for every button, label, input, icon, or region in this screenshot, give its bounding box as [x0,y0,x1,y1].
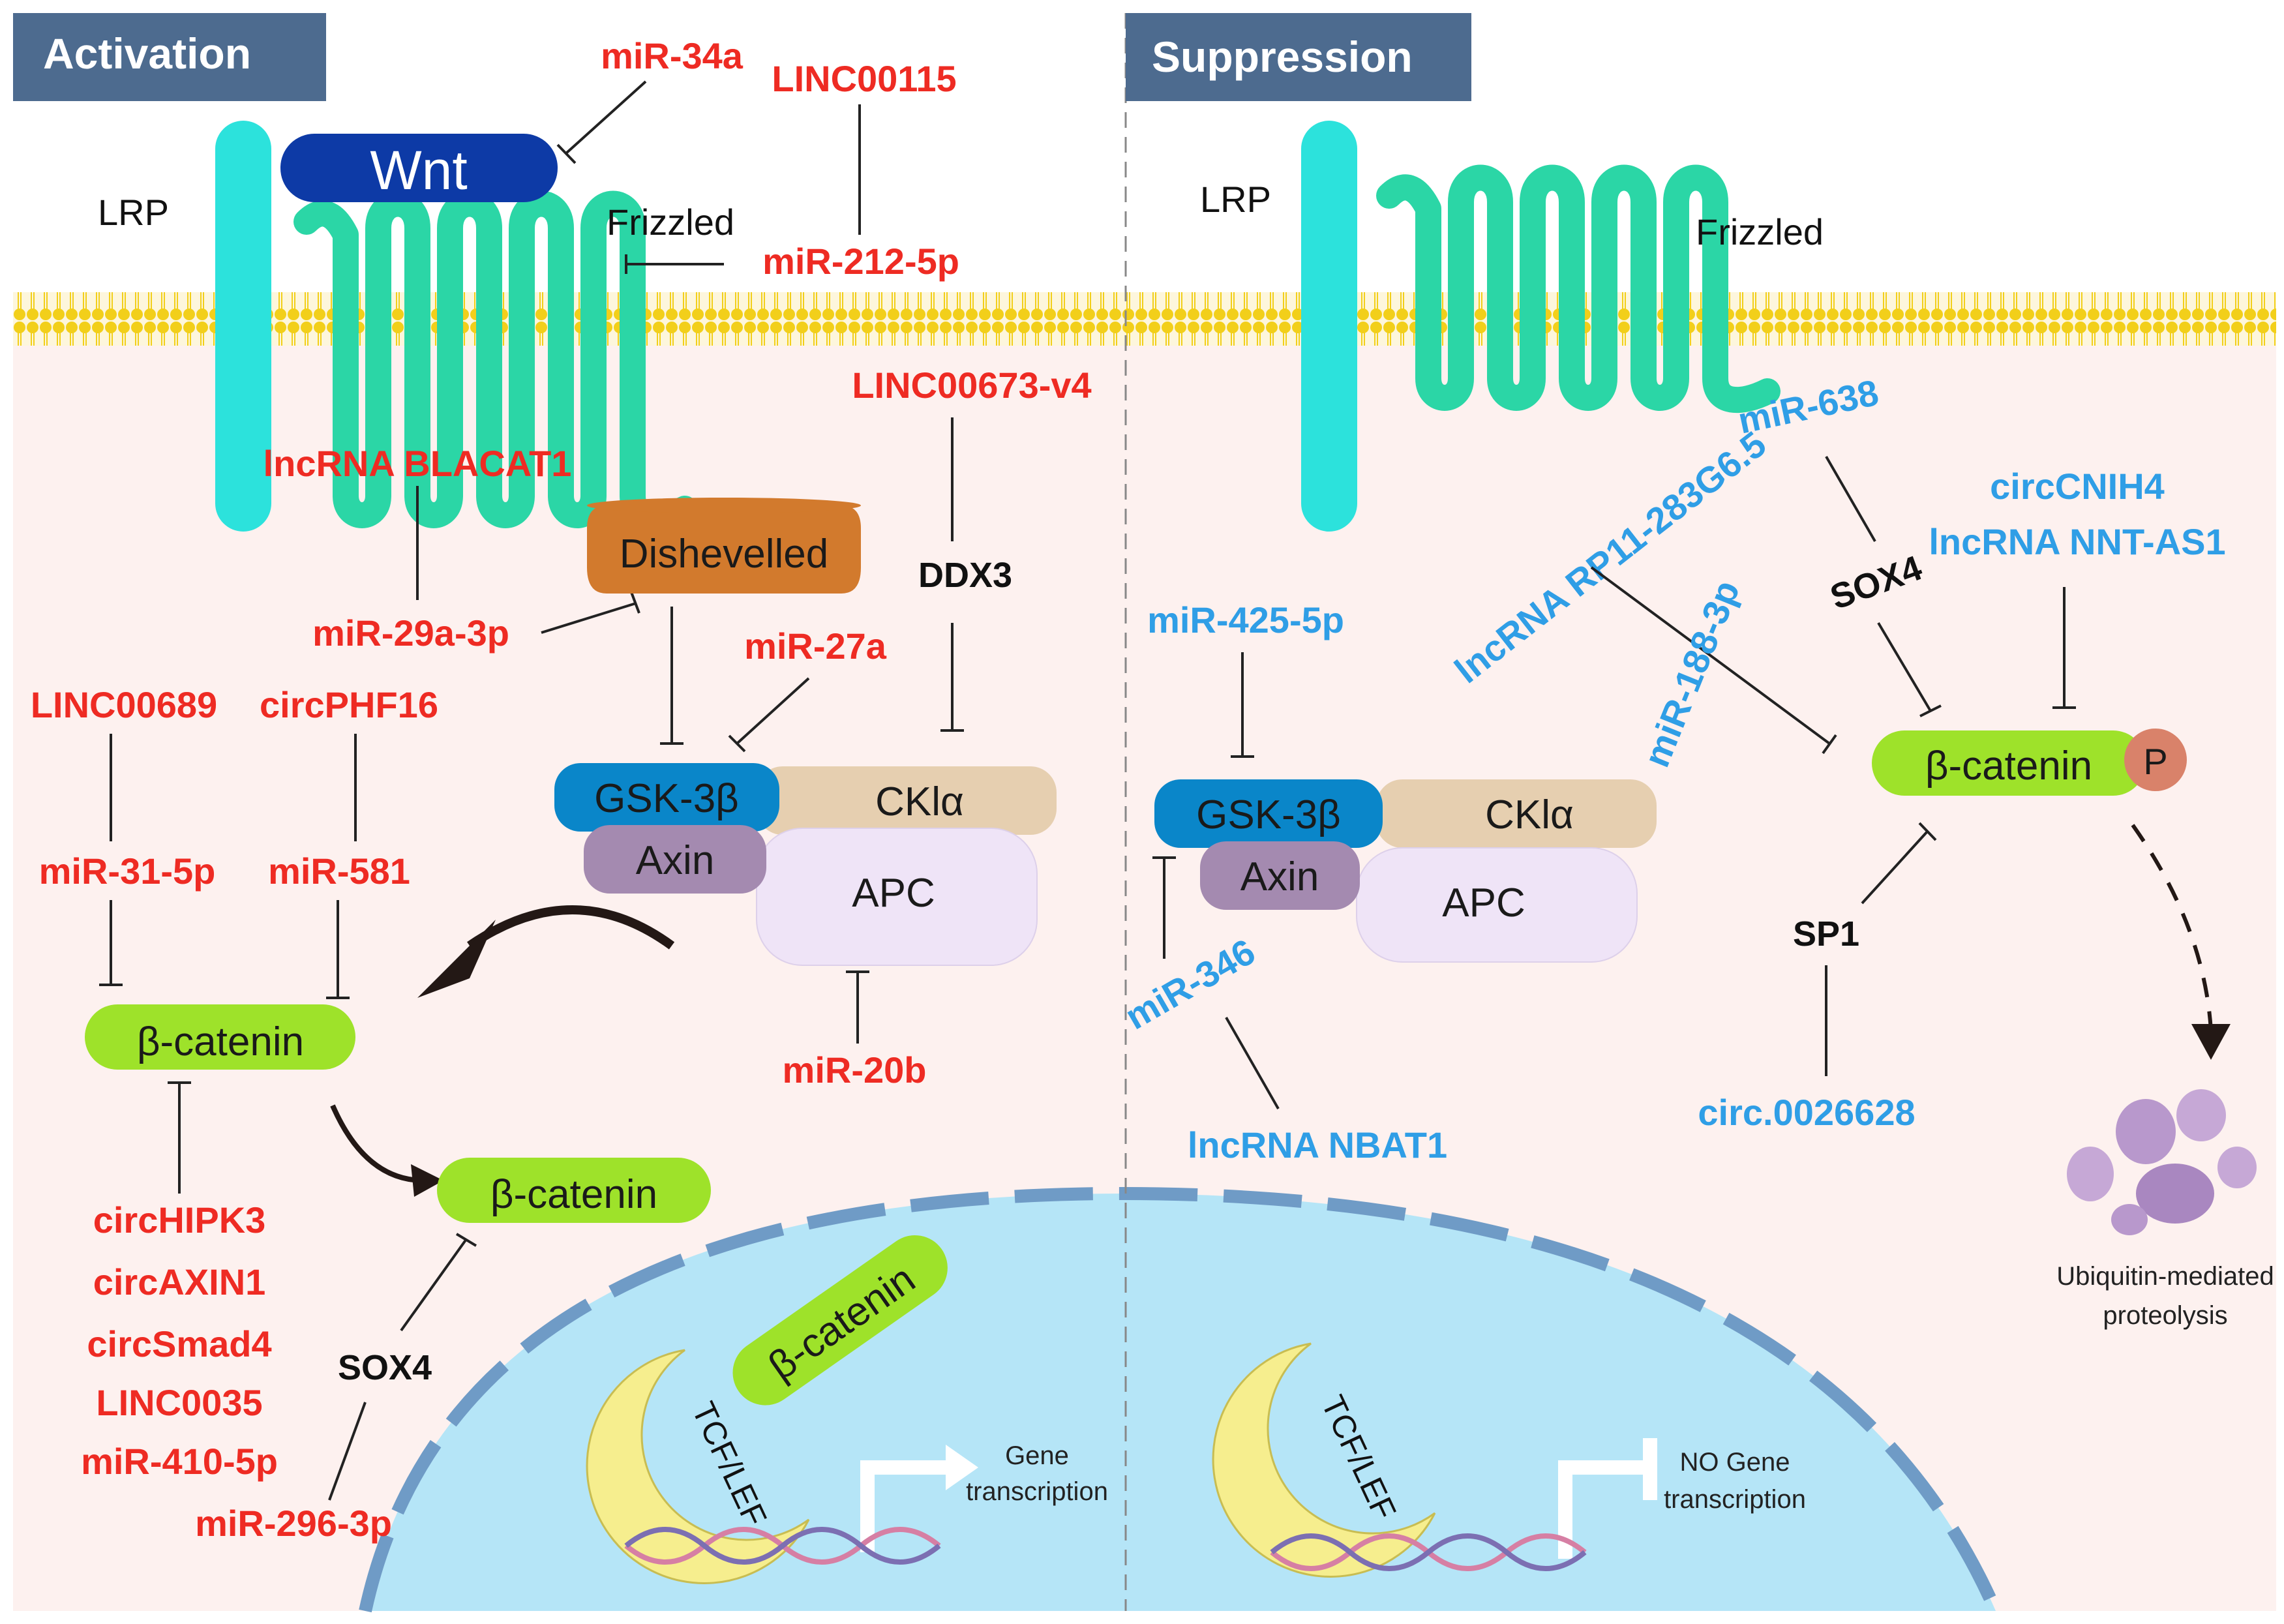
wnt-ligand [280,134,558,202]
tcf-lef-right [1212,1342,1436,1578]
nuclear-envelope [359,1186,2002,1614]
phosphate-label: P [2143,741,2167,782]
proteasome-blobs-icon [2067,1089,2257,1235]
label-mir410: miR-410-5p [81,1441,278,1482]
dishevelled-label: Dishevelled [620,532,829,577]
activation-title: Activation [43,29,251,78]
gsk3b-label-left: GSK-3β [594,776,739,821]
axin-protein-right [1200,841,1360,910]
bcatenin-translocating [437,1158,711,1223]
label-circcnih4: circCNIH4 [1990,466,2165,507]
ck1a-label-left: CKlα [875,779,964,824]
bcatenin-label-4: β-catenin [1925,744,2092,789]
label-mir20b: miR-20b [783,1049,927,1090]
gsk3b-label-right: GSK-3β [1196,792,1341,837]
suppression-header: Suppression [1126,13,1471,101]
label-mir29a: miR-29a-3p [312,612,509,654]
suppression-title: Suppression [1152,33,1413,81]
bcatenin-cytoplasmic-left [85,1004,355,1070]
blocked-transcription-icon [1558,1460,1644,1559]
label-circ0026628: circ.0026628 [1698,1092,1915,1133]
translocation-arrow [330,1104,425,1183]
lrp-label-right: LRP [1200,179,1271,220]
label-mir27a: miR-27a [744,625,887,667]
phosphate-group [2124,729,2187,791]
dishevelled-protein: Dishevelled [587,498,861,594]
label-mir34a: miR-34a [601,35,744,76]
label-linc00689: LINC00689 [31,684,217,725]
activation-header: Activation [13,13,326,101]
axin-protein-left [584,825,766,894]
nogene-label-1: NO Gene [1680,1448,1790,1477]
label-linc00115: LINC00115 [772,58,956,99]
label-circaxin1: circAXIN1 [93,1261,266,1302]
bcatenin-label-1: β-catenin [137,1019,304,1064]
gsk3b-protein-left [554,763,779,832]
ck1a-protein-right [1376,779,1657,848]
bcatenin-phosphorylated [1872,730,2146,796]
frizzled-label-left: Frizzled [607,202,734,243]
tcf-lef-left [586,1349,810,1584]
apc-protein-right [1356,847,1638,963]
dna-helix-icon-right [1270,1533,1587,1571]
ubiquitin-label-1: Ubiquitin-mediated [2056,1262,2274,1291]
label-sox4-left: SOX4 [338,1348,432,1387]
label-linc0035: LINC0035 [96,1382,262,1423]
label-nntas1: lncRNA NNT-AS1 [1929,521,2225,562]
gene-label-2: transcription [966,1477,1108,1506]
transcription-arrow-head [946,1445,978,1490]
transcription-arrow-icon [860,1460,952,1552]
frizzled-receptor-left [293,190,698,531]
curved-arrow-head [417,920,496,998]
label-sp1: SP1 [1793,914,1859,954]
axin-label-right: Axin [1240,854,1319,899]
nucleus [365,1194,1996,1611]
label-mir296: miR-296-3p [195,1503,392,1544]
ck1a-protein-left [757,766,1057,835]
wnt-label: Wnt [370,140,467,201]
frizzled-receptor-right [1376,164,1781,414]
label-mir425: miR-425-5p [1147,599,1344,640]
apc-label-left: APC [852,871,935,916]
label-mir212: miR-212-5p [762,241,959,282]
label-ddx3: DDX3 [918,556,1012,595]
axin-label-left: Axin [636,838,715,883]
translocation-arrow-head [411,1164,443,1197]
bcatenin-label-2: β-catenin [490,1172,657,1217]
label-circsmad4: circSmad4 [87,1323,271,1364]
label-mir31: miR-31-5p [39,850,216,892]
gene-label-1: Gene [1005,1441,1069,1470]
degradation-arrow [2131,824,2213,1031]
label-nbat1: lncRNA NBAT1 [1188,1124,1447,1165]
label-linc00673: LINC00673-v4 [852,365,1091,406]
ubiquitin-label-2: proteolysis [2103,1301,2227,1330]
frizzled-label-right: Frizzled [1696,211,1824,252]
dna-helix-icon-left [624,1527,941,1565]
degradation-arrow-head [2191,1024,2231,1060]
label-circphf16: circPHF16 [260,684,438,725]
label-mir581: miR-581 [268,850,410,892]
ck1a-label-right: CKlα [1485,792,1574,837]
lrp-receptor-right [1301,121,1357,532]
nogene-label-2: transcription [1664,1485,1806,1514]
label-circhipk3: circHIPK3 [93,1199,266,1241]
label-blacat1: lncRNA BLACAT1 [263,443,572,484]
curved-arrow-complex [467,905,675,950]
apc-protein-left [756,828,1038,966]
lrp-receptor-left [215,121,271,532]
apc-label-right: APC [1442,880,1525,925]
lrp-label-left: LRP [98,192,169,233]
gsk3b-protein-right [1154,779,1383,848]
